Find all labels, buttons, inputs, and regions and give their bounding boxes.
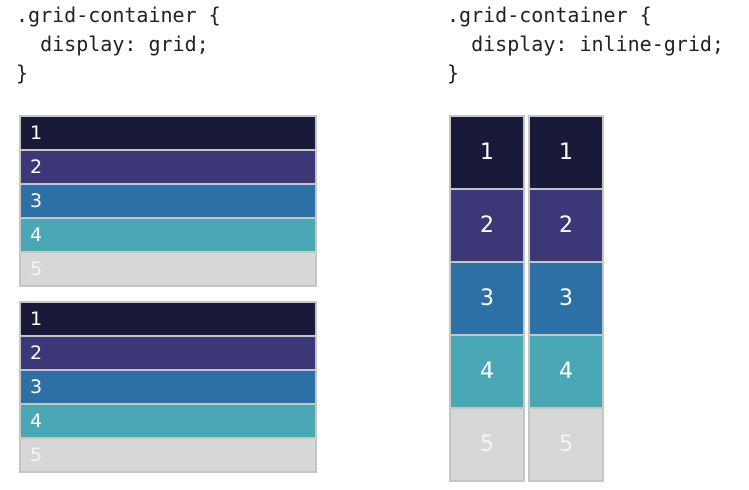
grid-item-3: 3 <box>528 261 604 336</box>
grid-item-3: 3 <box>449 261 525 336</box>
grid-item-5: 5 <box>449 407 525 482</box>
block-grid-container-2: 1 2 3 4 5 <box>19 301 317 473</box>
code-line: } <box>447 61 460 85</box>
grid-item-4: 4 <box>19 217 317 253</box>
grid-item-1: 1 <box>19 115 317 151</box>
code-line: display: inline-grid; <box>447 32 724 56</box>
grid-item-2: 2 <box>19 335 317 371</box>
grid-item-4: 4 <box>19 403 317 439</box>
grid-item-5: 5 <box>19 251 317 287</box>
code-line: display: grid; <box>16 32 209 56</box>
code-snippet-grid: .grid-container { display: grid;} <box>16 1 221 88</box>
grid-item-2: 2 <box>19 149 317 185</box>
grid-item-1: 1 <box>449 115 525 190</box>
grid-item-4: 4 <box>449 334 525 409</box>
grid-item-5: 5 <box>528 407 604 482</box>
grid-item-1: 1 <box>528 115 604 190</box>
code-snippet-inline-grid: .grid-container { display: inline-grid;} <box>447 1 724 88</box>
code-line: .grid-container { <box>447 3 652 27</box>
code-line: .grid-container { <box>16 3 221 27</box>
block-grid-container-1: 1 2 3 4 5 <box>19 115 317 287</box>
grid-item-2: 2 <box>449 188 525 263</box>
inline-grid-container-2: 1 2 3 4 5 <box>528 115 604 482</box>
grid-item-2: 2 <box>528 188 604 263</box>
grid-item-3: 3 <box>19 369 317 405</box>
grid-item-3: 3 <box>19 183 317 219</box>
grid-item-4: 4 <box>528 334 604 409</box>
inline-grid-container-1: 1 2 3 4 5 <box>449 115 525 482</box>
grid-item-1: 1 <box>19 301 317 337</box>
grid-item-5: 5 <box>19 437 317 473</box>
code-line: } <box>16 61 29 85</box>
